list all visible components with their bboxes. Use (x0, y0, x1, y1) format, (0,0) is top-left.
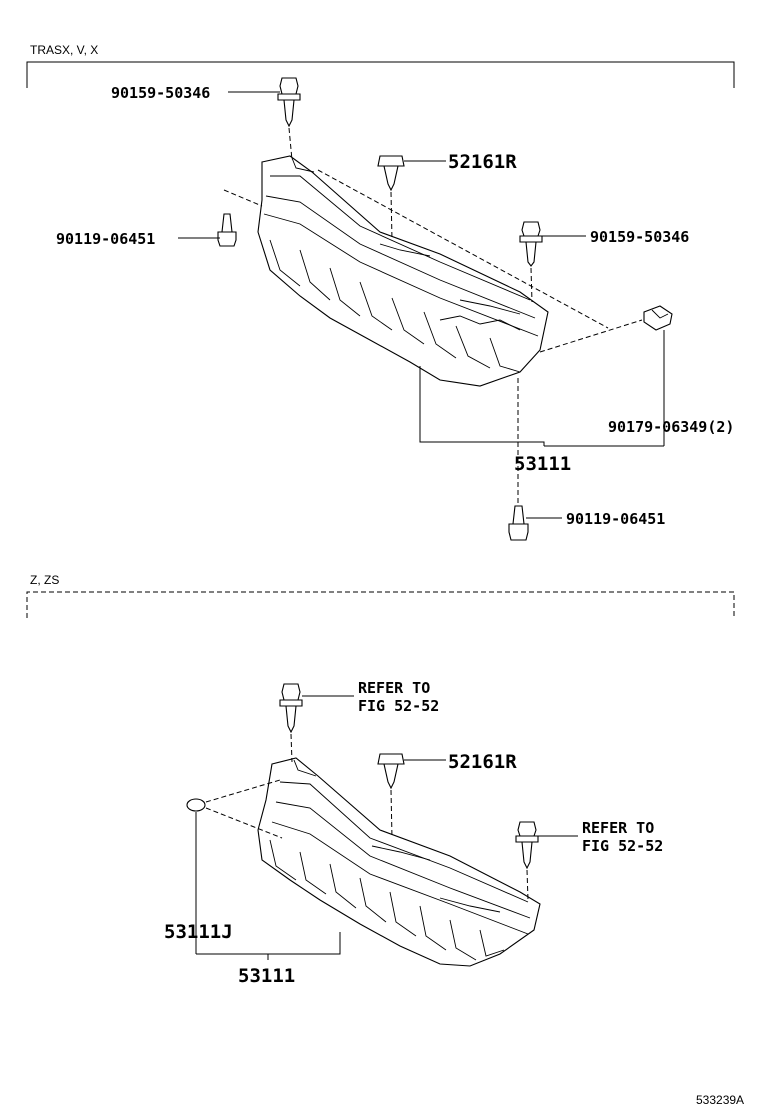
label-bolt-right: 90159-50346 (590, 228, 689, 246)
dashed-guide (205, 779, 281, 803)
dashed-guide (390, 789, 393, 839)
dashed-guide (530, 267, 533, 303)
grille-assembly-bottom (257, 757, 541, 967)
label-sub-part: 53111J (164, 921, 233, 943)
section-title-bottom: Z, ZS (30, 573, 59, 587)
grille-assembly-top (257, 155, 549, 387)
label-refer-right-2: FIG 52-52 (582, 837, 663, 855)
label-bolt-top: 90159-50346 (111, 84, 210, 102)
label-refer-right-1: REFER TO (582, 819, 654, 837)
dashed-guide (317, 169, 609, 329)
emblem-cap-icon (186, 798, 206, 812)
dashed-guide (390, 191, 393, 241)
dashed-guide (288, 127, 293, 161)
bolt-icon (279, 683, 303, 734)
label-main-part-top: 53111 (514, 453, 571, 475)
clip-icon (377, 753, 405, 790)
section-bracket-bottom (26, 591, 735, 618)
nut-clip-icon (643, 305, 673, 331)
label-refer-top-2: FIG 52-52 (358, 697, 439, 715)
label-main-part-bottom: 53111 (238, 965, 295, 987)
bolt-icon (515, 821, 539, 870)
section-bracket-top (26, 61, 735, 88)
dashed-guide (539, 319, 643, 353)
bolt-icon (508, 505, 529, 541)
clip-icon (377, 155, 405, 192)
label-clip-bottom: 52161R (448, 751, 517, 773)
label-nut-right: 90179-06349(2) (608, 418, 734, 436)
dashed-guide (290, 733, 293, 763)
label-refer-top-1: REFER TO (358, 679, 430, 697)
section-title-top: TRASX, V, X (30, 43, 98, 57)
leader-bracket (419, 366, 545, 446)
figure-id: 533239A (696, 1093, 744, 1107)
bolt-icon (217, 213, 237, 247)
bolt-icon (519, 221, 543, 267)
dashed-guide (223, 189, 263, 207)
bolt-icon (277, 77, 301, 128)
label-clip-top: 52161R (448, 151, 517, 173)
dashed-guide (205, 807, 283, 839)
label-bolt-left: 90119-06451 (56, 230, 155, 248)
leader-bracket (196, 932, 341, 955)
dashed-guide (526, 869, 529, 901)
label-bolt-bottom: 90119-06451 (566, 510, 665, 528)
